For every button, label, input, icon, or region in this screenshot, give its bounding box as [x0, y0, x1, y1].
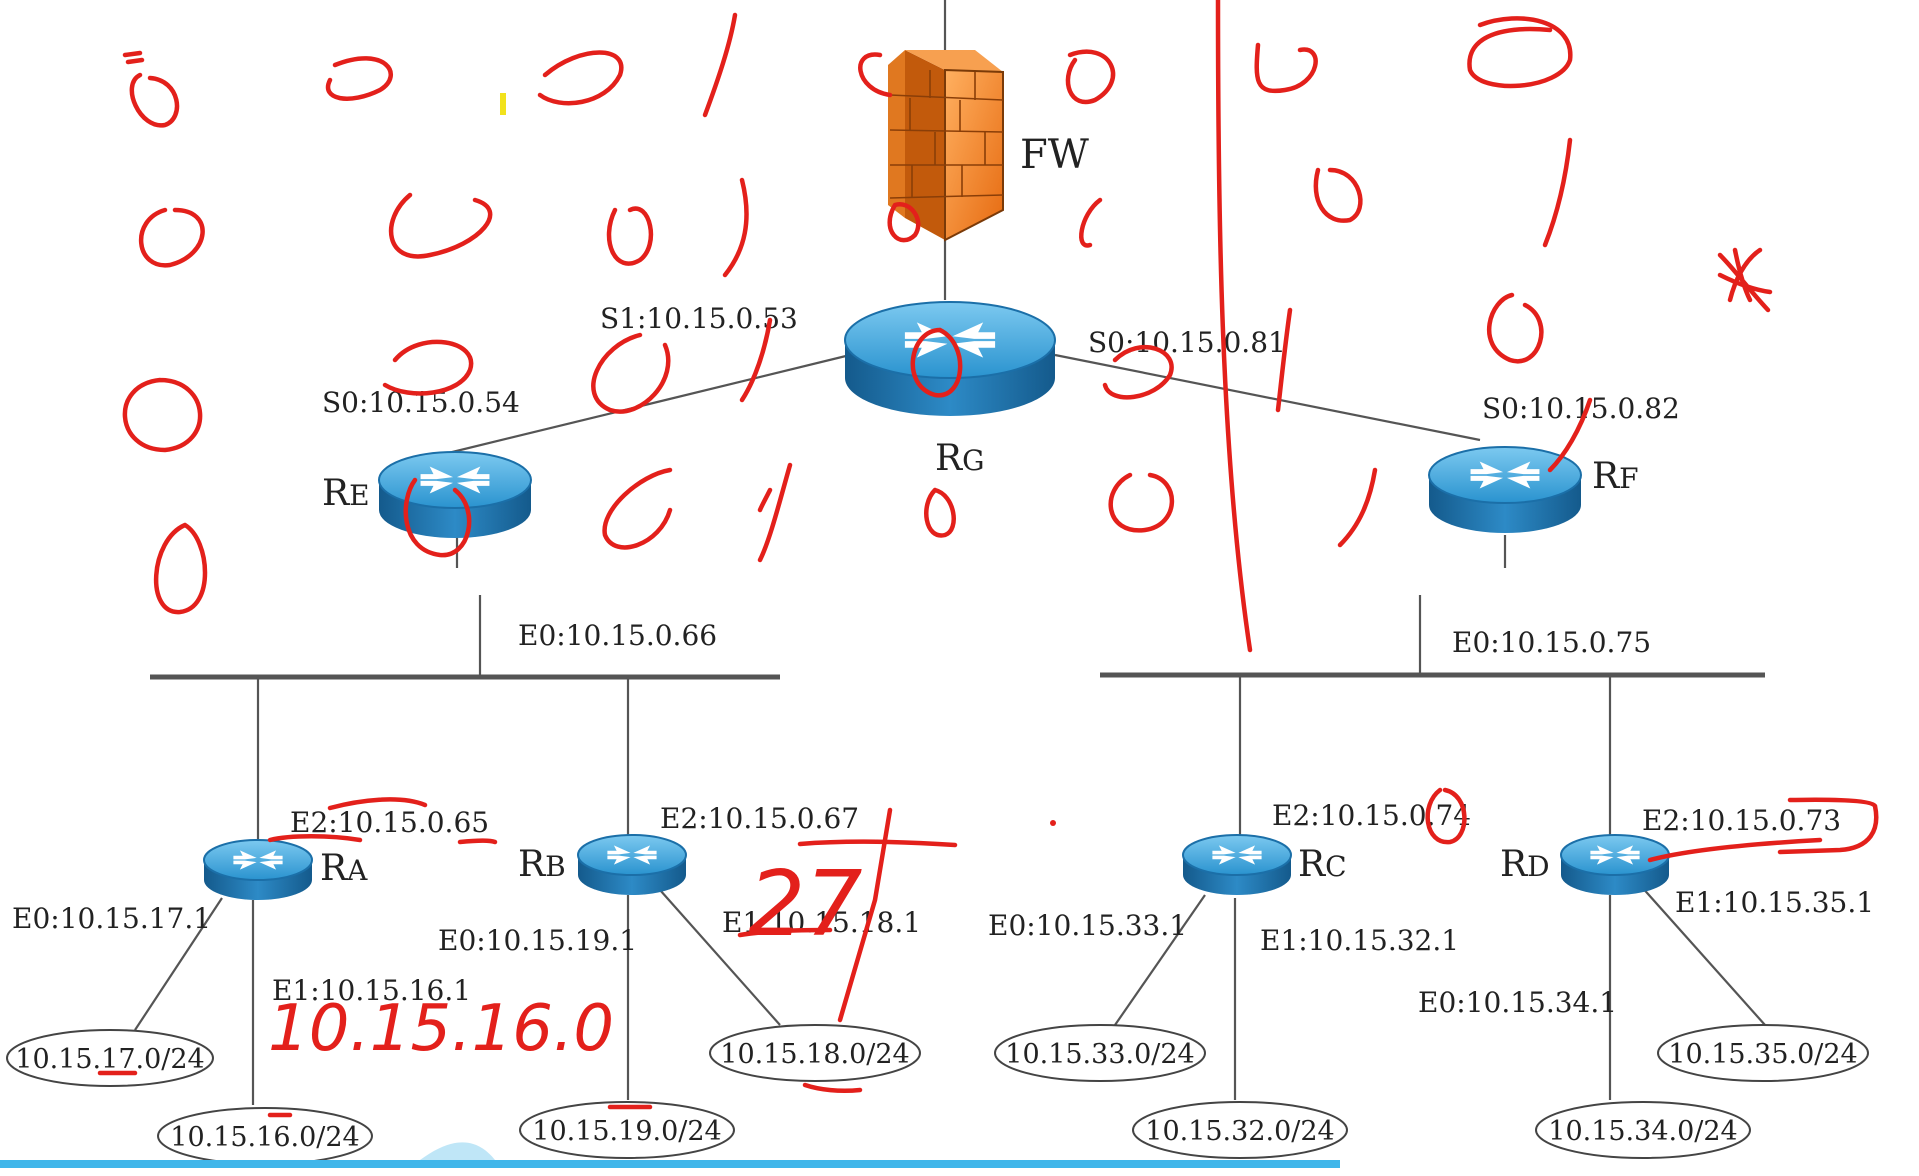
handwritten-slash — [837, 807, 893, 1023]
rc-n33-link — [1114, 894, 1206, 1026]
network-n34-label: 10.15.34.0/24 — [1548, 1116, 1737, 1147]
network-n17: 10.15.17.0/24 — [6, 1029, 214, 1087]
router-ra-label: RA — [320, 848, 368, 889]
ink-dot — [1050, 820, 1056, 826]
rf-e0-label: E0:10.15.0.75 — [1452, 626, 1651, 659]
progress-fill — [0, 1160, 1340, 1168]
router-rd-label: RD — [1500, 844, 1550, 885]
rd-e2-label: E2:10.15.0.73 — [1642, 804, 1841, 837]
re-s0-label: S0:10.15.0.54 — [322, 386, 520, 419]
router-rg-icon — [844, 301, 1056, 416]
network-n35: 10.15.35.0/24 — [1657, 1024, 1869, 1082]
network-n16: 10.15.16.0/24 — [157, 1107, 373, 1165]
rg-s0-label: S0:10.15.0.81 — [1088, 326, 1286, 359]
network-n19: 10.15.19.0/24 — [519, 1101, 735, 1159]
network-n32-label: 10.15.32.0/24 — [1145, 1116, 1334, 1147]
rg-rf-link — [1054, 353, 1481, 442]
firewall-icon — [888, 50, 1004, 242]
ra-e2-label: E2:10.15.0.65 — [290, 806, 489, 839]
firewall-label: FW — [1020, 132, 1089, 178]
network-n18-label: 10.15.18.0/24 — [720, 1039, 909, 1070]
rd-e1-label: E1:10.15.35.1 — [1675, 886, 1874, 919]
router-rf-label: RF — [1592, 456, 1639, 497]
router-rb-icon — [577, 834, 687, 895]
network-n18: 10.15.18.0/24 — [709, 1024, 921, 1082]
network-n33-label: 10.15.33.0/24 — [1005, 1039, 1194, 1070]
router-rc-icon — [1182, 834, 1292, 895]
re-e0-label: E0:10.15.0.66 — [518, 619, 717, 652]
router-rf-icon — [1428, 446, 1582, 533]
network-n35-label: 10.15.35.0/24 — [1668, 1039, 1857, 1070]
router-rg-label: RG — [935, 438, 984, 479]
cursor-highlight — [500, 93, 506, 115]
handwritten-mask-note: 27 — [748, 852, 863, 957]
network-n17-label: 10.15.17.0/24 — [15, 1044, 204, 1075]
router-ra-icon — [203, 839, 313, 900]
ra-n17-link — [134, 897, 223, 1031]
rd-n35-link — [1639, 884, 1766, 1026]
router-re-icon — [378, 451, 532, 538]
rg-s1-label: S1:10.15.0.53 — [600, 302, 798, 335]
rb-e0-label: E0:10.15.19.1 — [438, 924, 637, 957]
ra-e1-label: E1:10.15.16.1 — [272, 974, 471, 1007]
rb-n18-link — [659, 889, 781, 1026]
router-rd-icon — [1560, 834, 1670, 895]
handwritten-network-note: 10.15.16.0 — [268, 992, 614, 1066]
network-n19-label: 10.15.19.0/24 — [532, 1116, 721, 1147]
ra-e0-label: E0:10.15.17.1 — [12, 902, 211, 935]
network-n32: 10.15.32.0/24 — [1132, 1101, 1348, 1159]
network-n34: 10.15.34.0/24 — [1535, 1101, 1751, 1159]
router-rb-label: RB — [518, 844, 566, 885]
handwritten-annotations — [97, 0, 1879, 1118]
network-n16-label: 10.15.16.0/24 — [170, 1122, 359, 1153]
rc-e1-label: E1:10.15.32.1 — [1260, 924, 1459, 957]
rc-e0-label: E0:10.15.33.1 — [988, 909, 1187, 942]
router-rc-label: RC — [1298, 844, 1347, 885]
rc-e2-label: E2:10.15.0.74 — [1272, 799, 1471, 832]
rd-e0-label: E0:10.15.34.1 — [1418, 986, 1617, 1019]
progress-wave — [420, 1142, 495, 1160]
rb-e2-label: E2:10.15.0.67 — [660, 802, 859, 835]
router-re-label: RE — [322, 473, 370, 514]
network-n33: 10.15.33.0/24 — [994, 1024, 1206, 1082]
